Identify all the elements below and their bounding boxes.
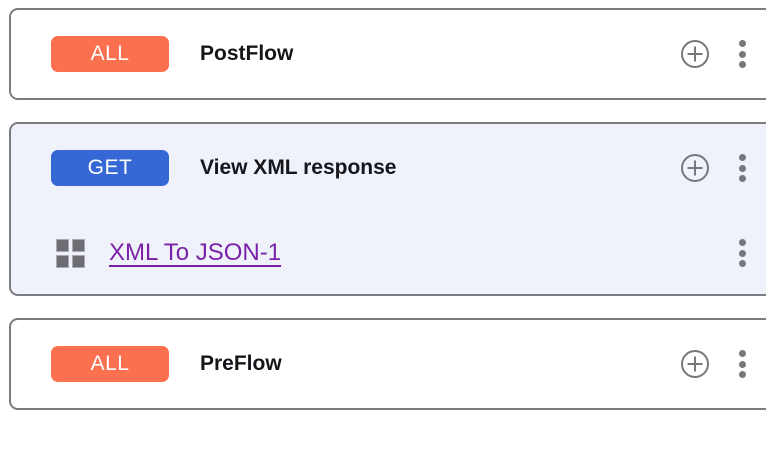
kebab-dot <box>738 175 746 182</box>
plus-circle-icon[interactable] <box>680 39 710 69</box>
policy-step-actions <box>730 238 754 268</box>
flow-header-row[interactable]: ALL PreFlow <box>11 320 766 408</box>
flow-title: View XML response <box>200 156 397 179</box>
flow-header-row[interactable]: GET View XML response <box>11 124 766 212</box>
policy-link-xml-to-json[interactable]: XML To JSON-1 <box>109 239 282 266</box>
policy-step-row[interactable]: XML To JSON-1 <box>11 212 766 294</box>
policy-grid-icon <box>56 238 85 268</box>
grid-square <box>56 238 69 252</box>
kebab-dot <box>738 154 746 161</box>
flow-row-actions <box>680 39 754 69</box>
flow-title: PostFlow <box>200 42 294 65</box>
kebab-dot <box>738 371 746 378</box>
kebab-menu-icon[interactable] <box>730 153 754 183</box>
kebab-dot <box>738 239 746 246</box>
kebab-menu-icon[interactable] <box>730 39 754 69</box>
plus-circle-icon[interactable] <box>680 153 710 183</box>
method-badge-all: ALL <box>51 36 169 72</box>
grid-square <box>72 238 85 252</box>
flow-row-actions <box>680 349 754 379</box>
flow-card-view-xml-response[interactable]: GET View XML response <box>9 122 766 296</box>
flow-title: PreFlow <box>200 352 282 375</box>
kebab-dot <box>738 360 746 368</box>
flow-list: ALL PostFlow GET View XML response <box>9 8 766 410</box>
kebab-dot <box>738 40 746 47</box>
plus-circle-icon[interactable] <box>680 349 710 379</box>
flow-card-postflow[interactable]: ALL PostFlow <box>9 8 766 100</box>
grid-square <box>56 254 69 268</box>
method-badge-all: ALL <box>51 346 169 382</box>
kebab-dot <box>738 350 746 357</box>
grid-square <box>72 254 85 268</box>
kebab-menu-icon[interactable] <box>730 238 754 268</box>
kebab-dot <box>738 164 746 172</box>
kebab-dot <box>738 50 746 58</box>
flow-header-row[interactable]: ALL PostFlow <box>11 10 766 98</box>
kebab-menu-icon[interactable] <box>730 349 754 379</box>
kebab-dot <box>738 61 746 68</box>
kebab-dot <box>738 260 746 267</box>
method-badge-get: GET <box>51 150 169 186</box>
flow-row-actions <box>680 153 754 183</box>
kebab-dot <box>738 249 746 257</box>
flow-card-preflow[interactable]: ALL PreFlow <box>9 318 766 410</box>
